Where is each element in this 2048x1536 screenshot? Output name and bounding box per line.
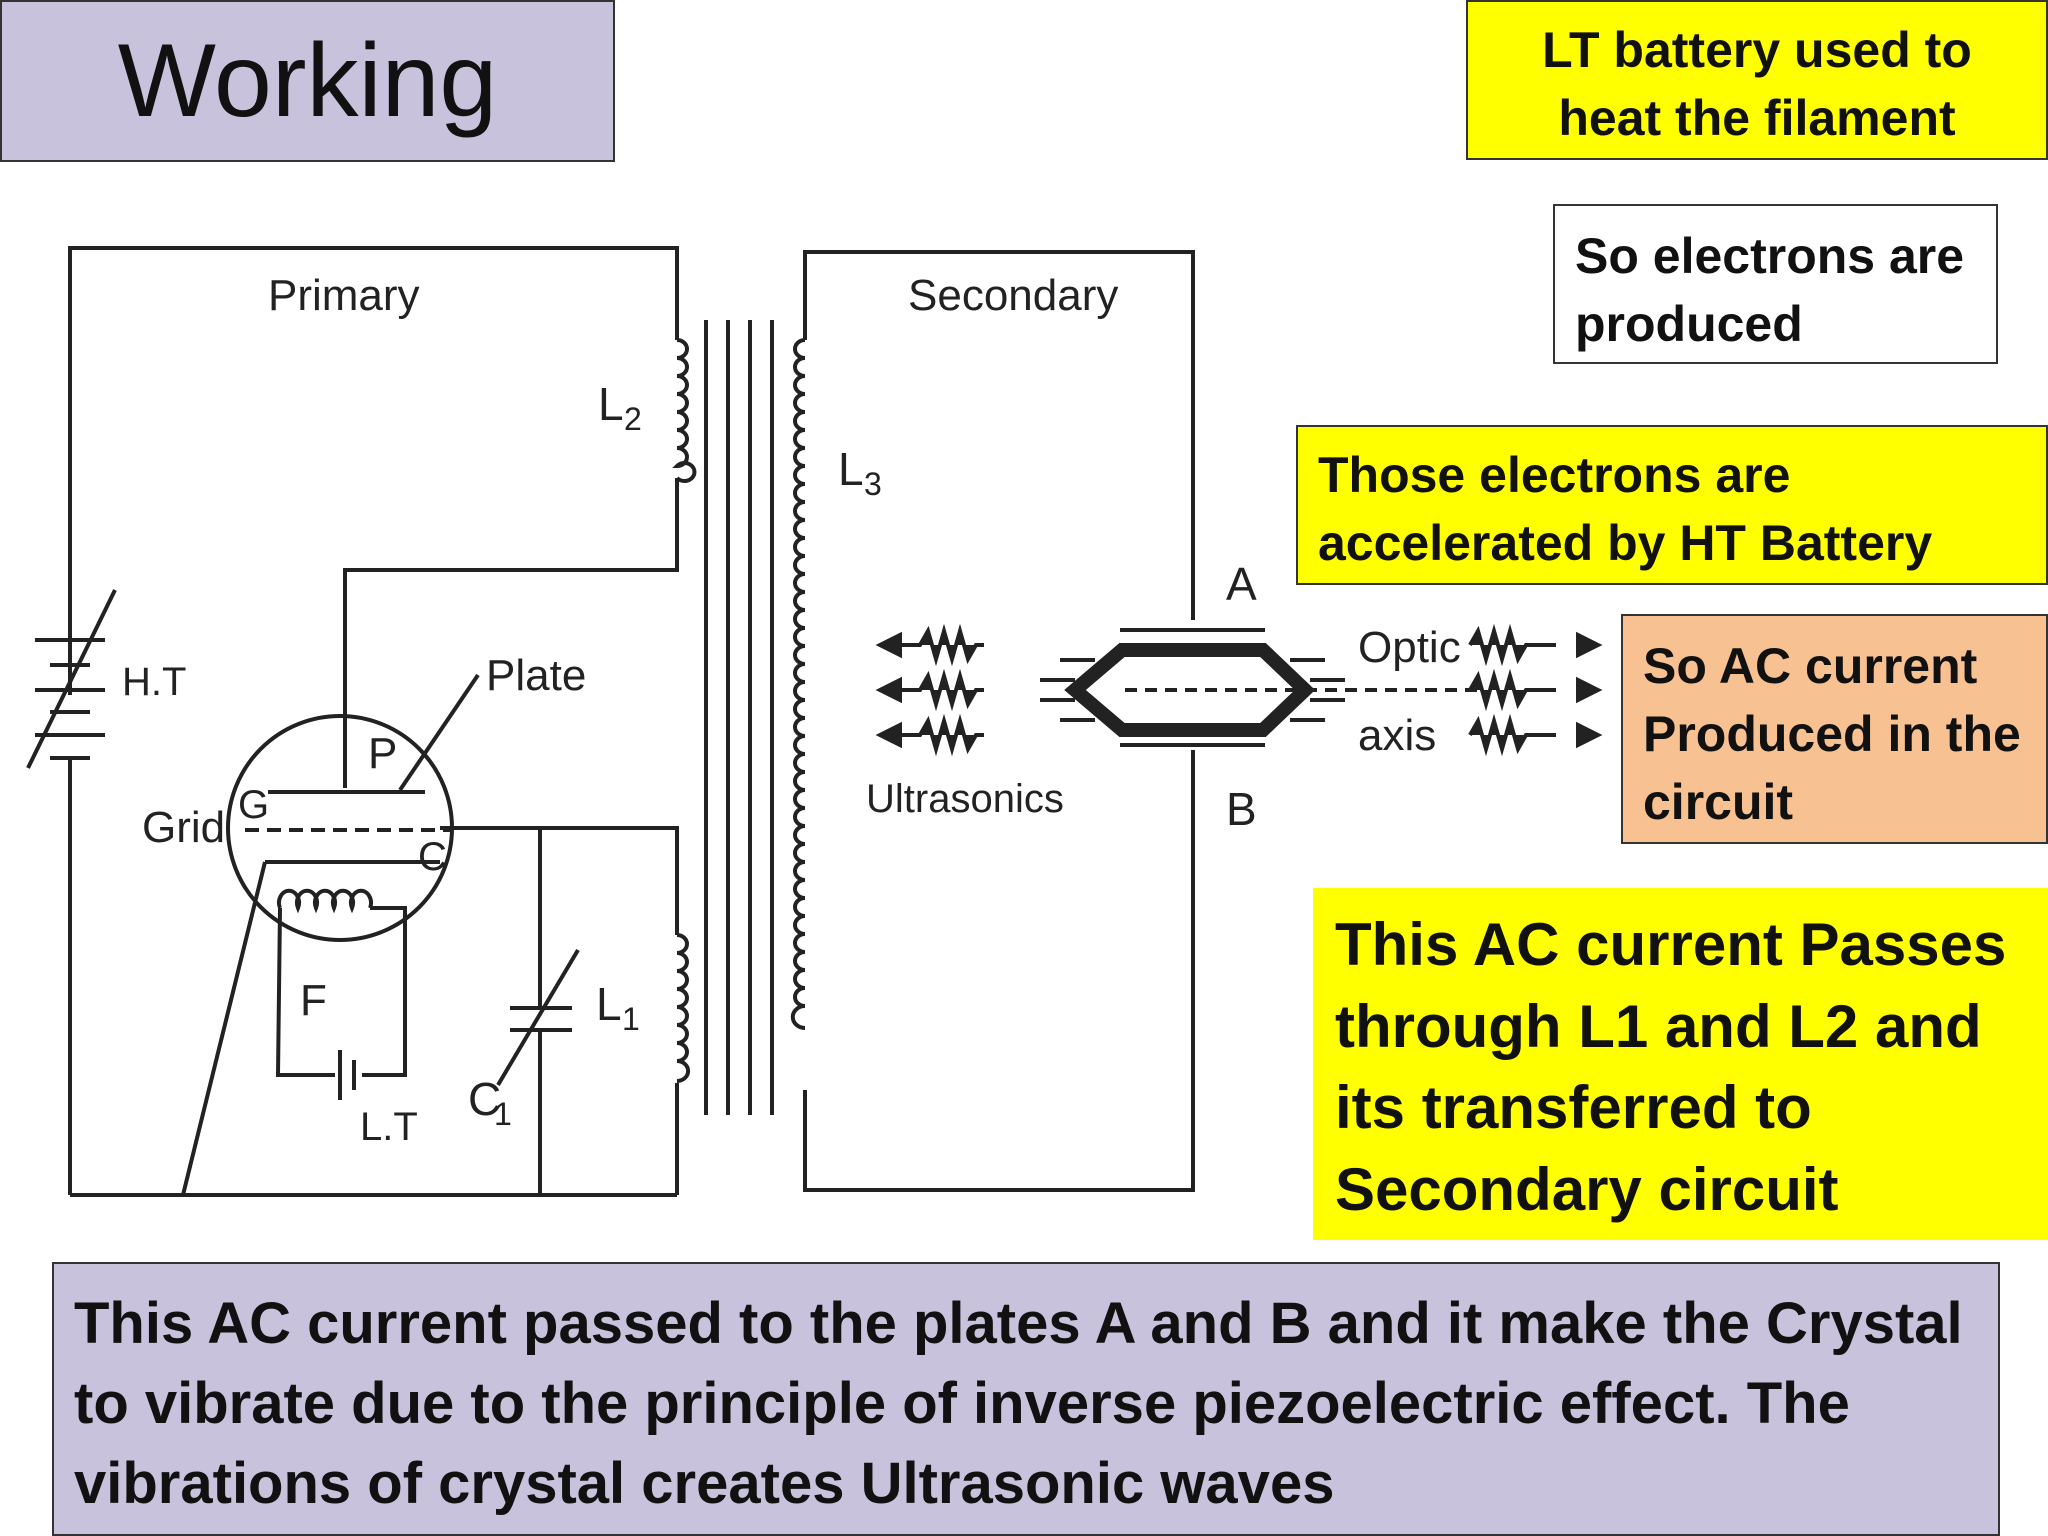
right-wave-3 [1468,713,1603,757]
label-p: P [368,729,397,778]
label-g: G [238,783,269,827]
label-ht: H.T [122,660,186,704]
l3-coil [790,338,806,1030]
label-b: B [1226,783,1257,835]
label-secondary: Secondary [908,271,1118,320]
secondary-wire-lower [803,750,1195,1192]
label-a: A [1226,558,1257,610]
ht-arrow [26,589,117,769]
right-wave-2 [1468,668,1603,712]
label-axis: axis [1358,711,1436,760]
filament-right [362,906,407,1077]
primary-wire-right [343,478,679,788]
filament-coil [277,888,373,914]
label-plate: Plate [486,651,586,700]
label-l2-sub: 2 [624,401,642,437]
summary-text: This AC current passed to the plates A a… [52,1262,2000,1536]
l1-coil [676,933,691,1083]
label-ultrasonics: Ultrasonics [866,777,1064,821]
cathode-wire [440,826,679,935]
label-l1-sub: 1 [622,1001,640,1037]
label-l3: L [838,443,864,495]
label-primary: Primary [268,271,420,320]
label-l3-sub: 3 [864,466,882,502]
circuit-diagram: Primary Secondary L 2 L 3 H.T Plate P G … [26,246,1603,1197]
right-wave-1 [1468,623,1603,667]
note-electrons-accelerated: Those electrons are accelerated by HT Ba… [1296,425,2048,585]
label-lt: L.T [360,1105,418,1149]
note-lt-battery: LT battery used to heat the filament [1466,0,2048,160]
l2-coil [672,338,697,483]
label-f: F [300,976,327,1025]
note-ac-produced: So AC current Produced in the circuit [1621,614,2048,844]
label-c1-sub: 1 [494,1096,512,1132]
secondary-wire [803,250,1195,620]
left-wave-1 [875,623,984,667]
label-grid: Grid [142,803,225,852]
label-c: C [418,835,447,879]
label-optic: Optic [1358,623,1461,672]
left-wave-2 [875,668,984,712]
cathode-to-ground [181,861,267,1196]
note-electrons-produced: So electrons are produced [1553,204,1998,364]
primary-wire-left [68,246,679,695]
slide-title: Working [0,0,615,162]
plate-pointer [398,673,480,792]
filament-left [275,907,335,1077]
left-wave-3 [875,713,984,757]
label-l1: L [596,978,622,1030]
label-l2: L [598,378,624,430]
c1-arrow [496,948,580,1087]
note-ac-passes: This AC current Passes through L1 and L2… [1313,888,2048,1240]
label-c1: C [468,1073,501,1125]
